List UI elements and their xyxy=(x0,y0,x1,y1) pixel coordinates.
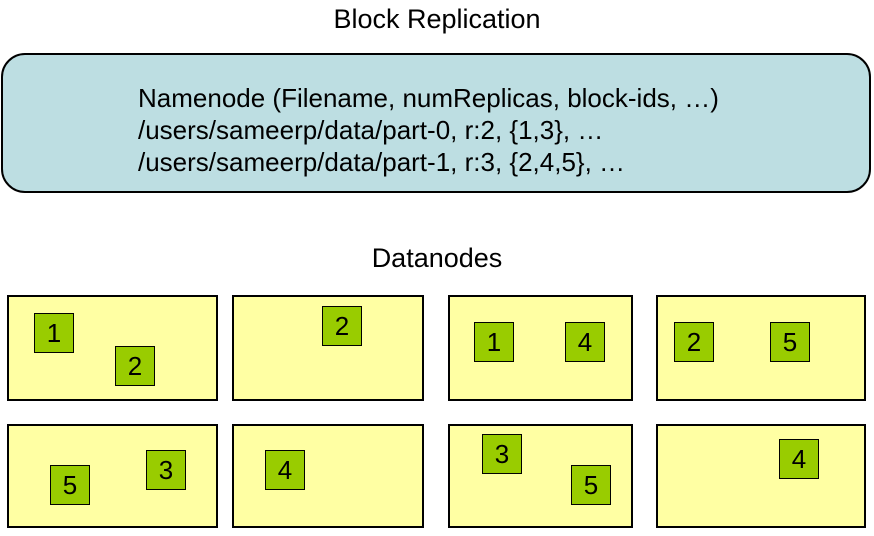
diagram-title: Block Replication xyxy=(333,4,541,34)
datanode-5-block-3: 3 xyxy=(146,450,186,490)
datanode-4-block-2: 2 xyxy=(674,322,714,362)
datanode-7-block-5: 5 xyxy=(571,465,611,505)
namenode-box: Namenode (Filename, numReplicas, block-i… xyxy=(1,53,871,193)
datanode-3-block-4: 4 xyxy=(565,322,605,362)
datanode-3-block-1: 1 xyxy=(474,322,514,362)
datanode-4-block-5: 5 xyxy=(770,322,810,362)
datanode-1-block-1: 1 xyxy=(34,313,74,353)
datanode-5-block-5: 5 xyxy=(50,465,90,505)
datanode-1-block-2: 2 xyxy=(115,346,155,386)
datanode-7-block-3: 3 xyxy=(482,434,522,474)
datanode-6-block-4: 4 xyxy=(265,450,305,490)
datanode-box-2: 2 xyxy=(232,295,424,401)
datanode-8-block-4: 4 xyxy=(779,439,819,479)
namenode-header-line: Namenode (Filename, numReplicas, block-i… xyxy=(138,83,719,113)
namenode-file-entry-1: /users/sameerp/data/part-1, r:3, {2,4,5}… xyxy=(138,147,626,177)
datanode-2-block-2: 2 xyxy=(322,306,362,346)
namenode-file-entry-0: /users/sameerp/data/part-0, r:2, {1,3}, … xyxy=(138,115,604,145)
datanodes-heading: Datanodes xyxy=(371,243,503,273)
namenode-text: Namenode (Filename, numReplicas, block-i… xyxy=(138,82,719,178)
datanode-box-8: 4 xyxy=(656,424,866,528)
datanode-box-6: 4 xyxy=(232,424,424,528)
